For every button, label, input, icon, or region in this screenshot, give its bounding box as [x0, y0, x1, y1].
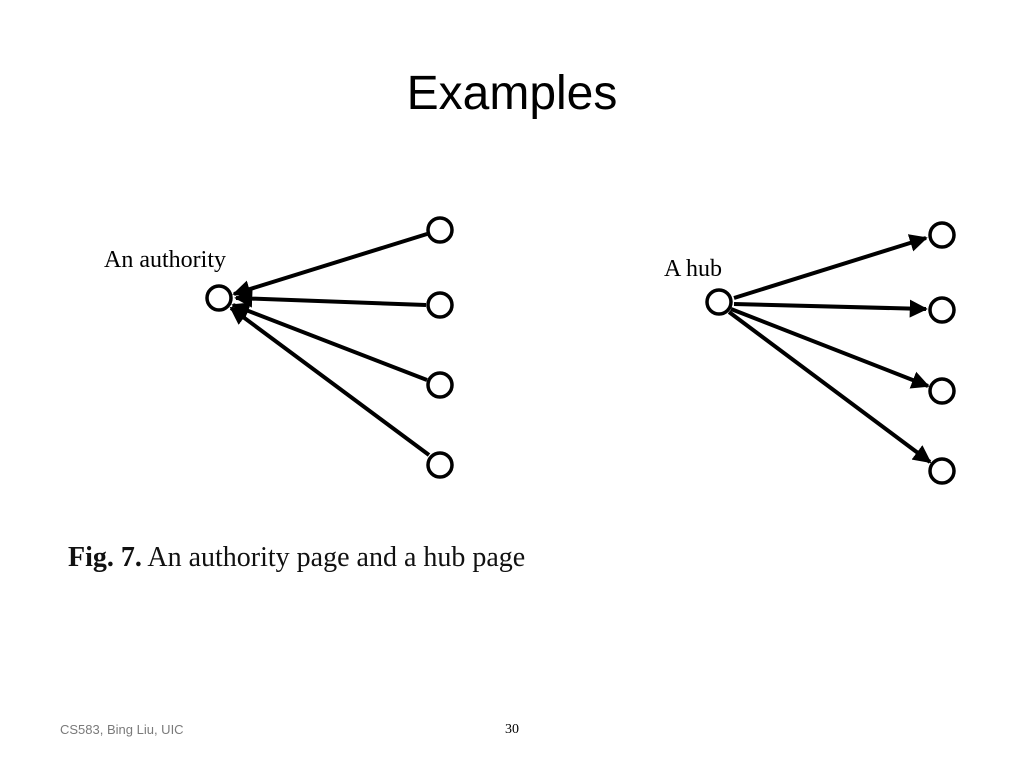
- page-number: 30: [505, 722, 519, 737]
- footer-course-info: CS583, Bing Liu, UIC: [60, 722, 184, 737]
- hub-edges: [727, 234, 932, 464]
- authority-nodes: [205, 216, 454, 479]
- authority-source-node-3: [426, 371, 454, 399]
- hub-out-edge-1: [733, 234, 928, 300]
- authority-source-node-1: [426, 216, 454, 244]
- hub-out-edge-4: [727, 310, 932, 464]
- hub-node: [705, 288, 733, 316]
- hub-out-edge-3: [730, 307, 930, 389]
- figure-caption: Fig. 7. An authority page and a hub page: [68, 536, 525, 580]
- hub-label: A hub: [664, 256, 722, 282]
- figure-number: Fig. 7.: [68, 542, 142, 573]
- authority-source-node-4: [426, 451, 454, 479]
- authority-in-edge-3: [231, 302, 428, 382]
- slide-title: Examples: [406, 67, 618, 120]
- authority-edges: [229, 232, 431, 457]
- authority-in-edge-4: [229, 306, 431, 457]
- authority-source-node-2: [426, 291, 454, 319]
- authority-in-edge-2: [234, 289, 427, 308]
- hub-target-node-2: [928, 296, 956, 324]
- hub-nodes: [705, 221, 956, 485]
- authority-node: [205, 284, 233, 312]
- hub-out-edge-2: [733, 299, 928, 318]
- authority-in-edge-1: [232, 232, 428, 298]
- figure-caption-text: An authority page and a hub page: [147, 542, 526, 573]
- hub-target-node-4: [928, 457, 956, 485]
- authority-label: An authority: [104, 247, 226, 273]
- hub-target-node-1: [928, 221, 956, 249]
- hub-target-node-3: [928, 377, 956, 405]
